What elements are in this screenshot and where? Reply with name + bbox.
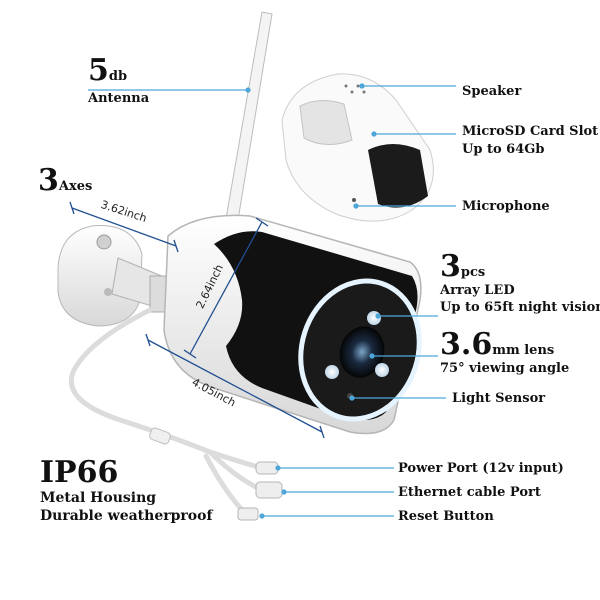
lens-heading: 3.6mm lens (440, 330, 554, 360)
camera-body-illustration (163, 214, 422, 435)
antenna-value: 5 (88, 53, 109, 88)
speaker-label: Speaker (462, 84, 522, 99)
connectors-illustration (149, 427, 283, 521)
lens-unit: mm lens (492, 343, 555, 358)
detail-inset-illustration (281, 73, 434, 222)
lens-angle: 75° viewing angle (440, 361, 570, 376)
lens-value: 3.6 (440, 327, 493, 362)
antenna-unit: db (108, 69, 128, 84)
antenna-label: 5db (88, 56, 127, 86)
led-unit: pcs (460, 265, 486, 280)
antenna-text: Antenna (88, 91, 150, 106)
rating-line2: Durable weatherproof (40, 508, 213, 524)
reset-button-label: Reset Button (398, 509, 494, 524)
ip-rating: IP66 (40, 455, 119, 490)
microphone-label: Microphone (462, 199, 550, 214)
antenna-illustration (217, 11, 273, 239)
microsd-label: MicroSD Card Slot (462, 124, 599, 139)
axes-text: Axes (58, 179, 93, 194)
led-label: Array LED (440, 283, 515, 298)
led-range: Up to 65ft night vision (440, 300, 600, 315)
microsd-capacity: Up to 64Gb (462, 142, 545, 157)
power-port-label: Power Port (12v input) (398, 461, 564, 476)
axes-value: 3 (38, 163, 59, 198)
callout-lines (88, 83, 456, 519)
light-sensor-label: Light Sensor (452, 391, 546, 406)
led-heading: 3pcs (440, 252, 485, 282)
rating-line1: Metal Housing (40, 490, 157, 506)
axes-label: 3Axes (38, 166, 92, 196)
ethernet-port-label: Ethernet cable Port (398, 485, 541, 500)
wall-mount-illustration (57, 225, 177, 327)
led-value: 3 (440, 249, 461, 284)
dimension-lines (69, 201, 325, 439)
